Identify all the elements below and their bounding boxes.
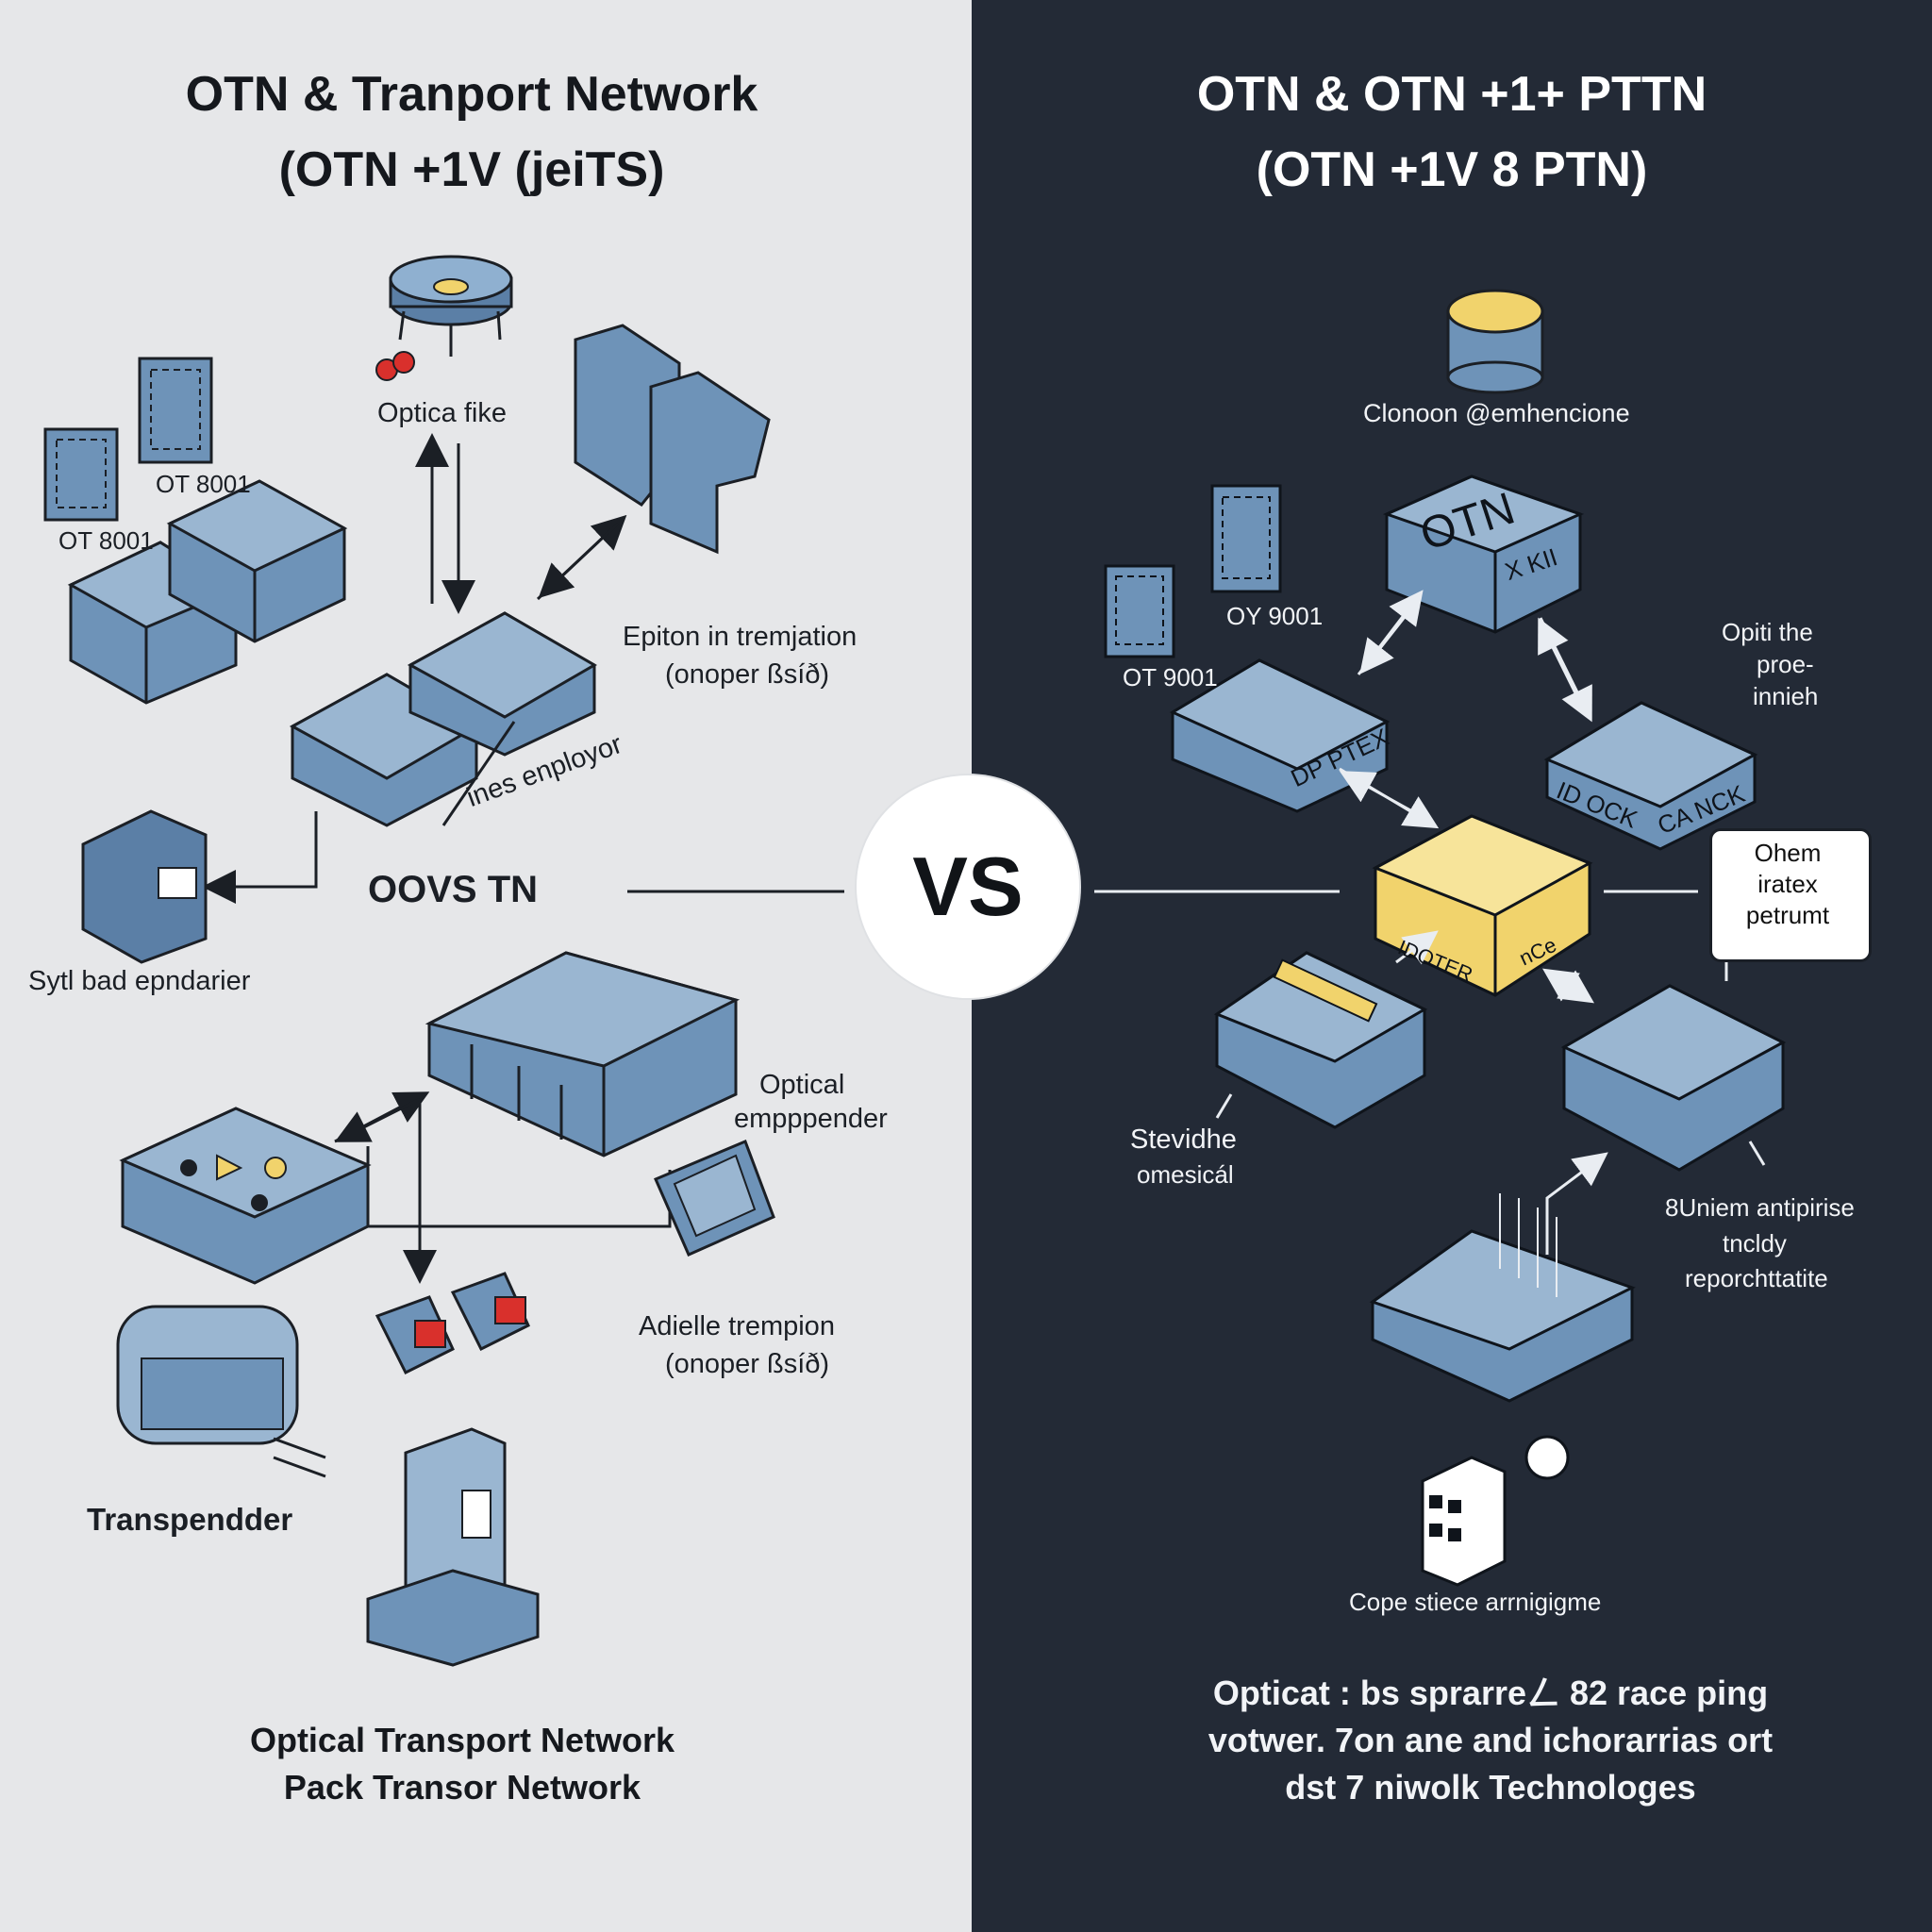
opiti-label-line2: proe- [1757,650,1814,678]
sytl-bad-label: Sytl bad epndarier [28,966,251,996]
server-rack-icon [43,357,213,522]
epiton-label-line1: Epiton in tremjation [623,622,858,652]
left-title-line2: (OTN +1V (jeiTS) [278,142,665,197]
optical-fiber-icon [375,255,513,381]
network-enclosure-icon [366,1427,540,1667]
otn-device-box [67,479,348,705]
right-title: OTN & OTN +1+ PTTN (OTN +1V 8 PTN) [972,57,1932,208]
optical-switch-device [289,611,597,827]
optical-emp-label-line2: empppender [734,1104,888,1134]
signal-converter-icon [574,324,771,555]
info-bubble-text: Ohem iratex petrumt [1709,838,1866,931]
left-footer-line2: Pack Transor Network [283,1768,641,1807]
connection-arrows-right [1215,590,1766,1255]
ohem-line1: Ohem [1754,839,1822,867]
fiber-connector-icon [375,1272,530,1375]
stevidhe-label-line1: Stevidhe [1130,1124,1237,1155]
left-footer-line1: Optical Transport Network [249,1721,675,1759]
right-footer: Opticat : bs sprarreㄥ 82 race ping votwe… [1160,1670,1821,1811]
cloud-gateway-label: Clonoon @emhencione [1363,399,1630,427]
transponder-device [116,1305,326,1478]
left-title: OTN & Tranport Network (OTN +1V (jeiTS) [0,57,943,208]
ohem-line2: iratex [1757,870,1818,898]
opiti-label-line1: Opiti the [1722,618,1813,646]
optical-terminal-icon [654,1140,775,1257]
stevidhe-label-line2: omesicál [1137,1160,1234,1189]
storage-device-right [1560,984,1787,1172]
device-b-label: OT 8001 [156,470,251,498]
info-speech-bubble [1709,828,1872,962]
right-footer-line1: Opticat : bs sprarreㄥ 82 race ping [1212,1674,1769,1712]
storage-device-left [1213,951,1428,1129]
cope-stice-label: Cope stiece arrnigigme [1349,1588,1602,1616]
enterprise-label-line3: reporchttatite [1685,1264,1828,1292]
adielle-label-line2: (onoper ßsíð) [665,1349,830,1379]
router-device [119,1107,372,1285]
optical-emp-label-line1: Optical [759,1070,845,1100]
left-title-line1: OTN & Tranport Network [185,67,758,122]
right-title-line2: (OTN +1V 8 PTN) [1256,142,1648,197]
epiton-label-line2: (onoper ßsíð) [665,659,830,690]
transponder-label: Transpendder [87,1502,293,1537]
id-ock-device [1543,701,1758,851]
oovs-tn-label: OOVS TN [368,869,539,910]
enterprise-label-line1: 8Uniem antipirise [1665,1193,1855,1222]
ot-9001-label: OT 9001 [1123,663,1218,691]
enterprise-access-device [1369,1193,1636,1403]
building-icon [1421,1435,1570,1587]
cross-connect-rack [425,951,741,1158]
otn-device-box-right [1382,475,1585,634]
vs-badge: VS [857,775,1079,998]
dp-ptex-device [1169,658,1391,813]
right-title-line1: OTN & OTN +1+ PTTN [1196,67,1707,122]
connection-arrows-left-top [202,433,627,904]
oy-9001-label: OY 9001 [1226,602,1324,630]
optical-fiber-label: Optica fike [377,398,507,428]
server-rack-icon-right [1104,484,1282,658]
enterprise-label-line2: tncldy [1723,1229,1787,1257]
server-computer-icon [81,809,208,964]
right-footer-line3: dst 7 niwolk Technologes [1285,1768,1696,1807]
ohem-line3: petrumt [1745,901,1830,929]
adielle-label-line1: Adielle trempion [639,1311,835,1341]
device-a-label: OT 8001 [58,526,154,555]
cloud-storage-icon [1446,289,1544,394]
left-footer: Optical Transport Network Pack Transor N… [0,1717,924,1811]
opiti-label-line3: innieh [1753,682,1819,710]
right-footer-line2: votwer. 7on ane and ichorarrias ort [1208,1721,1774,1759]
